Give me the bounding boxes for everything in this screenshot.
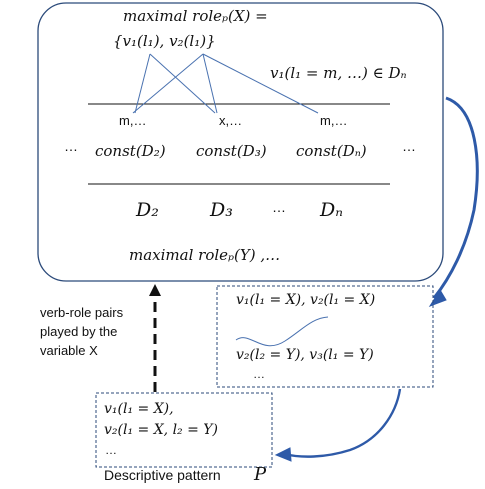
ellipsis-left: …: [64, 138, 78, 154]
maximal-role-y-label: maximal roleₚ(Y) ,…: [129, 246, 281, 264]
cell-label-3: m,…: [320, 113, 348, 128]
domain-ellipsis: …: [272, 199, 286, 215]
const-dn: const(Dₙ): [296, 142, 367, 160]
membership-label: v₁(l₁ = m, …) ∈ Dₙ: [270, 64, 407, 82]
middle-box-line-1: v₁(l₁ = X), v₂(l₁ = X): [236, 292, 376, 308]
caption-text: Descriptive pattern: [104, 467, 221, 483]
domain-d3: D₃: [210, 199, 233, 221]
domain-d2: D₂: [136, 199, 159, 221]
maximal-role-x-label: maximal roleₚ(X) =: [123, 7, 268, 25]
const-d3: const(D₃): [196, 142, 267, 160]
bottom-box-ellipsis: …: [105, 443, 117, 457]
curved-arrow-right-head: [428, 289, 447, 307]
middle-box-border: [216, 285, 434, 388]
side-label-line-3: variable X: [40, 343, 98, 358]
curved-arrow-right: [432, 96, 479, 299]
bottom-box-line-2: v₂(l₁ = X, l₂ = Y): [104, 422, 218, 438]
domain-dn: Dₙ: [320, 199, 343, 221]
side-label-line-2: played by the: [40, 324, 118, 339]
ellipsis-right: …: [402, 138, 416, 154]
dashed-arrow-head: [149, 284, 161, 296]
middle-box-ellipsis: …: [253, 367, 265, 381]
cell-label-1: m,…: [119, 113, 147, 128]
curved-arrow-bottom-head: [274, 447, 292, 462]
side-label: verb-role pairs played by the variable X: [40, 303, 123, 360]
bottom-box-line-1: v₁(l₁ = X),: [104, 401, 174, 417]
cell-label-2: x,…: [219, 113, 243, 128]
bottom-box-border: [95, 392, 273, 468]
caption-symbol: P: [254, 464, 267, 485]
role-set-label: {v₁(l₁), v₂(l₁)}: [113, 32, 216, 50]
side-label-line-1: verb-role pairs: [40, 305, 124, 320]
curved-arrow-bottom: [284, 388, 402, 458]
top-box-border: [37, 2, 444, 282]
role-connectors: [132, 53, 319, 114]
middle-box-line-2: v₂(l₂ = Y), v₃(l₁ = Y): [236, 347, 374, 363]
const-d2: const(D₂): [95, 142, 166, 160]
wavy-connector: [235, 316, 329, 347]
